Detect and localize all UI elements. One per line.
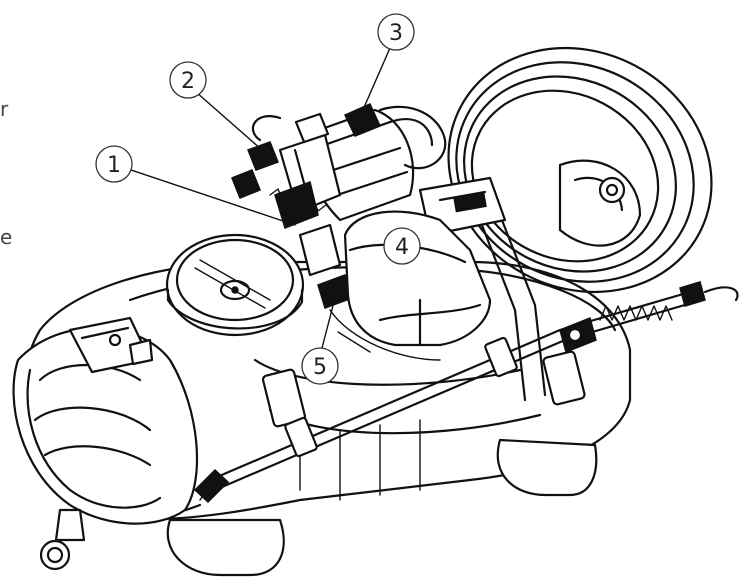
edge-text-e: e (0, 225, 12, 249)
callout-3-label: 3 (389, 21, 403, 46)
tank-end-cap (12, 316, 199, 571)
edge-text-r: r (0, 97, 9, 121)
callout-5: 5 (301, 297, 339, 385)
tank-feet (166, 438, 598, 577)
spray-wand (184, 281, 739, 512)
callout-4: 4 (383, 227, 421, 265)
fill-lid (165, 233, 305, 337)
callout-2-label: 2 (181, 69, 195, 94)
callout-2: 2 (169, 61, 263, 151)
callout-1-label: 1 (107, 153, 121, 178)
callout-3: 3 (361, 13, 415, 113)
callout-1: 1 (95, 145, 296, 226)
hose-coil (447, 46, 713, 402)
callout-5-label: 5 (313, 355, 327, 380)
callout-4-label: 4 (395, 235, 409, 260)
pump-assembly (231, 103, 507, 309)
